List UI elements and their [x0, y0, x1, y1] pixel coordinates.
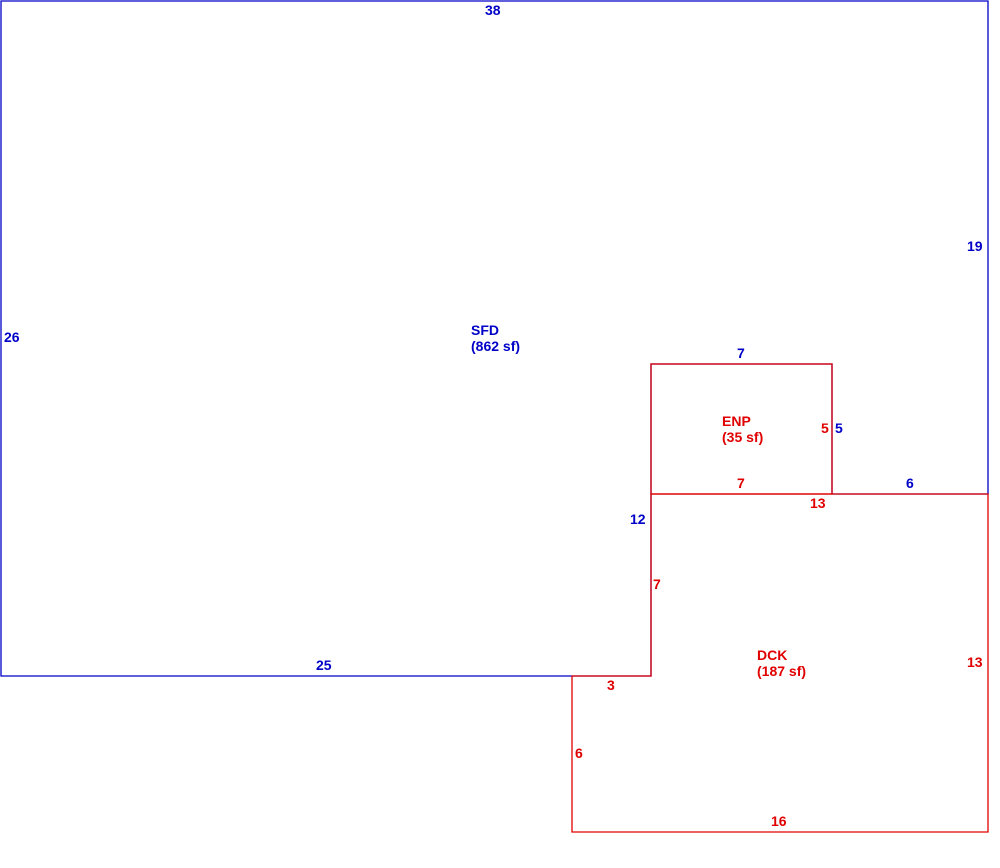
enp-side-dimension: 5: [821, 420, 829, 436]
dck-outline: [571, 493, 989, 833]
sfd-ledge-dimension: 6: [906, 475, 914, 491]
enp-area-label: ENP (35 sf): [722, 413, 763, 445]
dck-area-size: (187 sf): [757, 663, 807, 679]
enp-area-name: ENP: [722, 413, 751, 429]
dck-area-label: DCK (187 sf): [757, 647, 806, 679]
dck-inner-vertical-dimension: 7: [653, 576, 661, 592]
sfd-enp-side-dimension: 5: [835, 420, 843, 436]
dck-right-dimension: 13: [967, 654, 983, 670]
sfd-bottom-dimension: 25: [316, 657, 332, 673]
sfd-left-dimension: 26: [4, 329, 20, 345]
sfd-top-dimension: 38: [485, 2, 501, 18]
sfd-area-size: (862 sf): [471, 338, 521, 354]
dck-left-dimension: 6: [575, 745, 583, 761]
dck-top-dimension: 13: [810, 495, 826, 511]
sfd-inner-vertical-dimension: 12: [630, 511, 646, 527]
sfd-area-name: SFD: [471, 322, 499, 338]
dck-bottom-dimension: 16: [771, 813, 787, 829]
dck-area-name: DCK: [757, 647, 788, 663]
enp-bottom-dimension: 7: [737, 475, 745, 491]
enp-area-size: (35 sf): [722, 429, 764, 445]
dck-step-dimension: 3: [607, 677, 615, 693]
sfd-area-label: SFD (862 sf): [471, 322, 520, 354]
sfd-enp-top-dimension: 7: [737, 345, 745, 361]
sfd-right-dimension: 19: [967, 238, 983, 254]
